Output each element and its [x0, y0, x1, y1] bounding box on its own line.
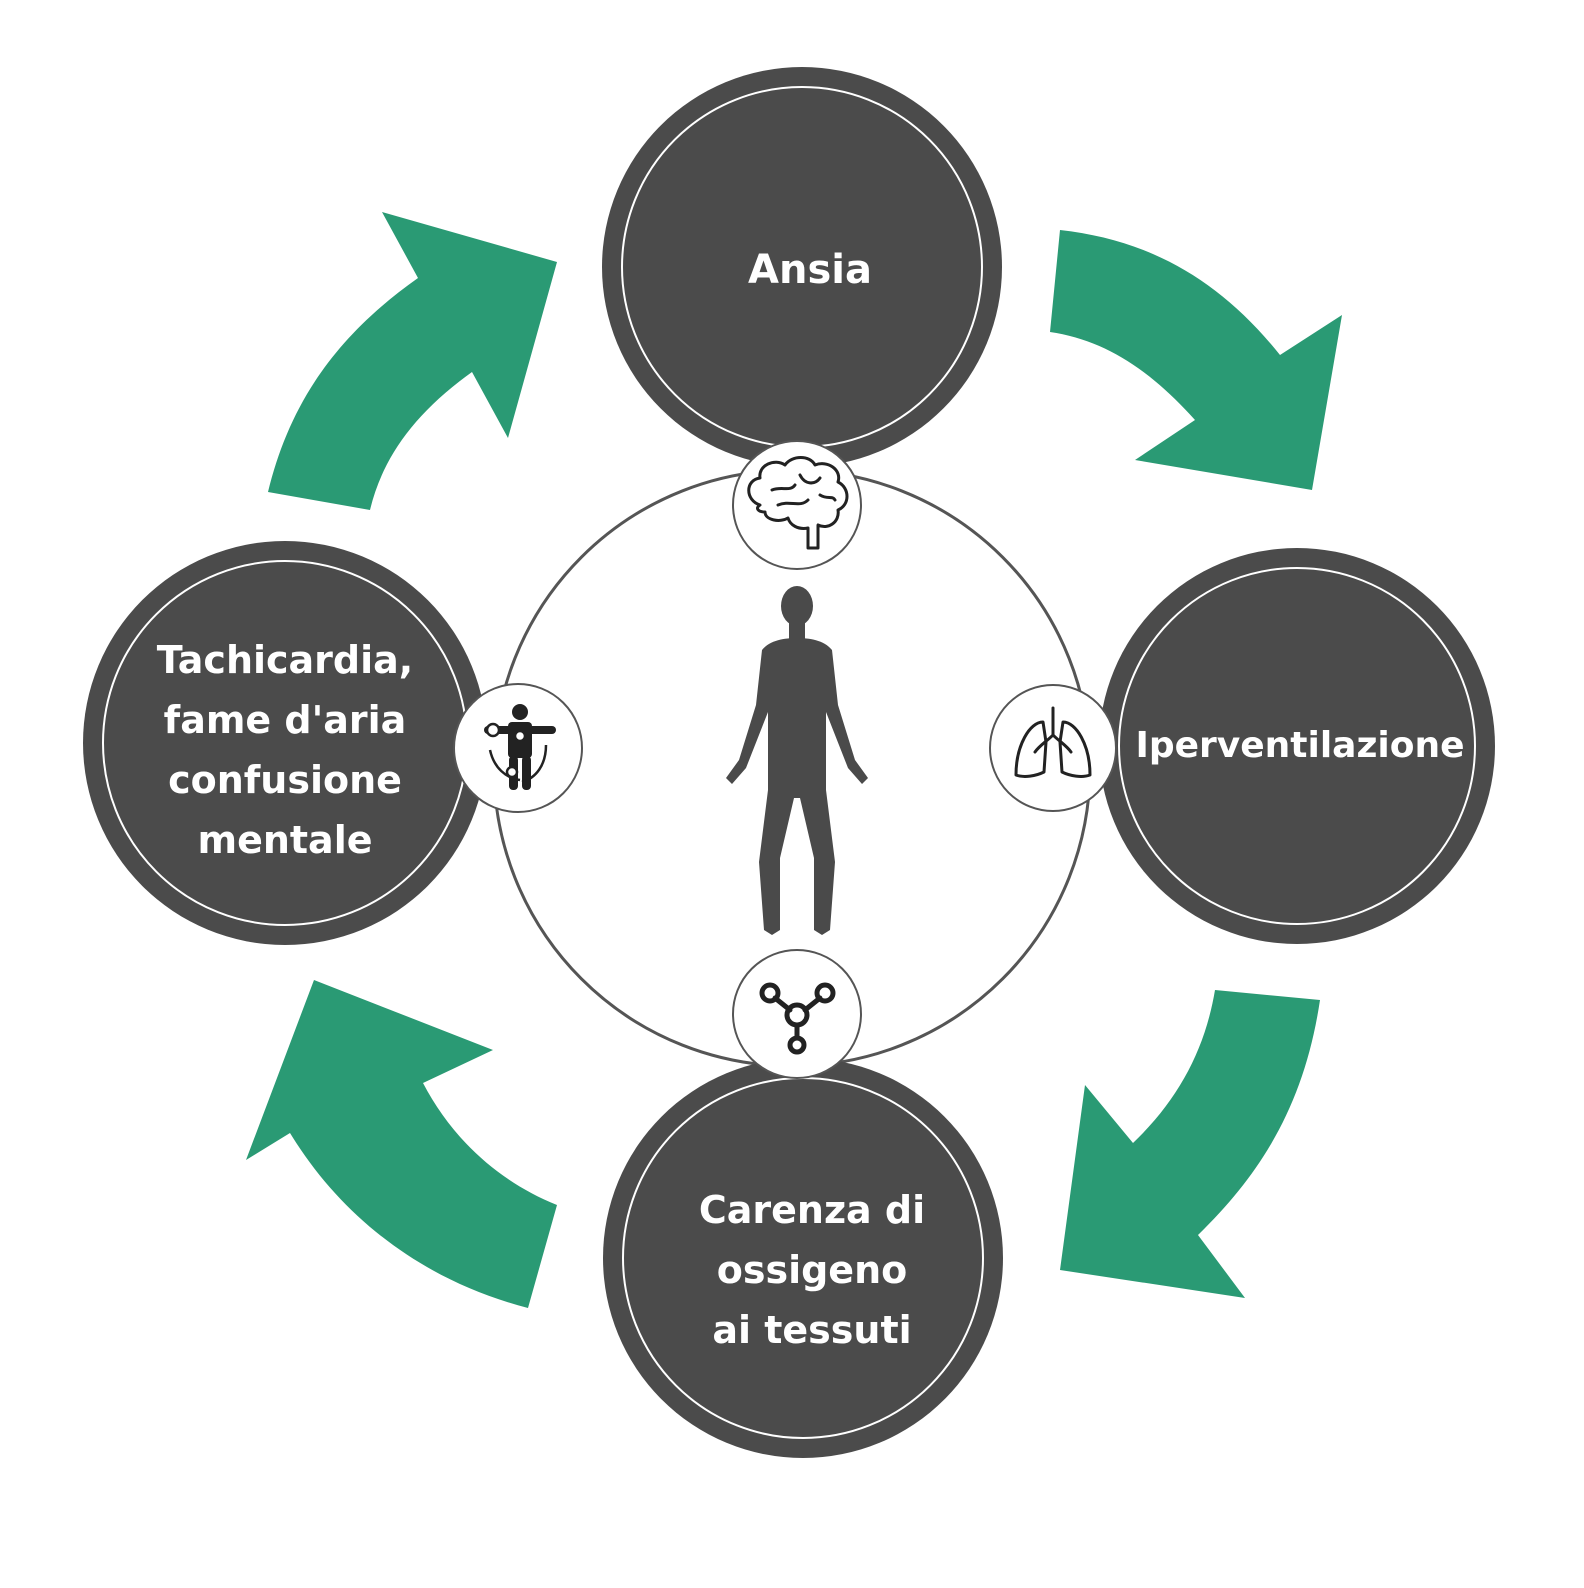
cycle-arrows — [246, 212, 1342, 1308]
molecule-icon — [759, 982, 836, 1055]
node-label-ansia: Ansia — [620, 220, 1000, 320]
node-label-carenza: Carenza di ossigeno ai tessuti — [622, 1160, 1002, 1380]
arrow-ansia-to-iperventilazione — [1050, 230, 1342, 490]
node-label-line: Tachicardia, — [156, 638, 414, 682]
badge-molecule — [732, 949, 862, 1079]
brain-icon — [747, 456, 849, 550]
node-iperventilazione-disc — [1099, 548, 1495, 944]
body-pain-icon — [484, 704, 556, 790]
node-label-line: Iperventilazione — [1135, 724, 1465, 766]
node-label-line: fame d'aria — [163, 698, 407, 742]
node-label-line: ossigeno — [716, 1248, 908, 1292]
badge-lungs — [989, 684, 1117, 812]
badge-molecule-circle — [732, 949, 862, 1079]
node-label-line: Carenza di — [698, 1188, 926, 1232]
node-label-tachicardia: Tachicardia, fame d'aria confusione ment… — [105, 620, 465, 880]
badge-body-pain — [453, 683, 583, 813]
badge-brain — [732, 440, 862, 570]
badge-lungs-circle — [989, 684, 1117, 812]
node-label-iperventilazione: Iperventilazione — [1120, 690, 1480, 800]
node-iperventilazione-inner-ring — [1118, 567, 1476, 925]
node-label-line: Ansia — [748, 247, 872, 293]
node-label-line: ai tessuti — [712, 1308, 912, 1352]
node-carenza-disc — [603, 1058, 1003, 1458]
node-tachicardia-disc — [83, 541, 487, 945]
arrow-carenza-to-tachicardia — [246, 980, 557, 1308]
node-iperventilazione — [1099, 548, 1495, 944]
arrow-iperventilazione-to-carenza — [1060, 990, 1320, 1298]
node-label-line: mentale — [197, 818, 373, 862]
node-ansia-disc — [602, 67, 1002, 467]
human-figure-icon — [726, 586, 868, 935]
lungs-icon — [1014, 706, 1092, 778]
node-label-line: confusione — [168, 758, 402, 802]
arrow-tachicardia-to-ansia — [268, 212, 557, 510]
